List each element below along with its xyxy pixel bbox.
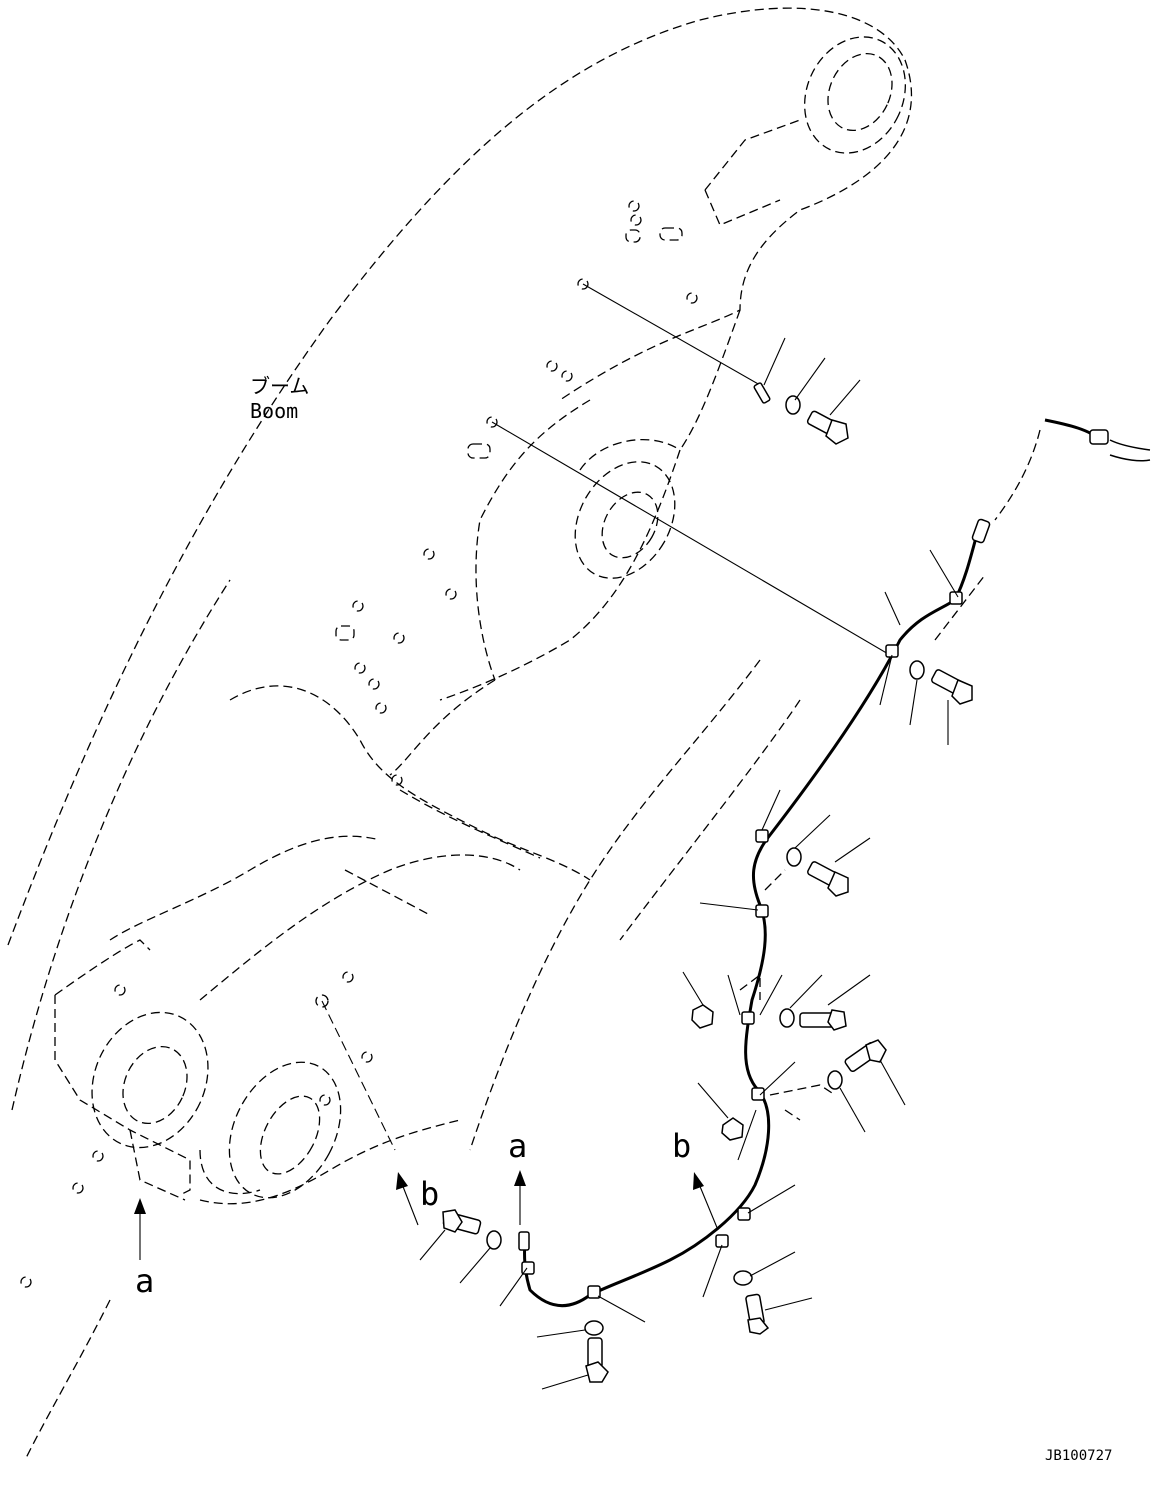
callout-lines bbox=[419, 337, 959, 1390]
ref-label-a-left: a bbox=[135, 1262, 154, 1300]
assembly-lines bbox=[321, 283, 891, 1151]
wiring-harness bbox=[518, 418, 1151, 1308]
fasteners bbox=[442, 382, 973, 1383]
ref-label-b-left: b bbox=[420, 1175, 439, 1213]
boom-label-jp: ブーム bbox=[250, 374, 309, 398]
mounting-bosses bbox=[20, 200, 698, 1288]
boom-outline bbox=[7, 7, 913, 1461]
ref-label-b-right: b bbox=[672, 1127, 691, 1165]
boom-label-en: Boom bbox=[250, 399, 298, 423]
reference-arrows bbox=[134, 1170, 719, 1260]
ref-label-a-right: a bbox=[508, 1127, 527, 1165]
drawing-number: JB100727 bbox=[1045, 1448, 1112, 1464]
